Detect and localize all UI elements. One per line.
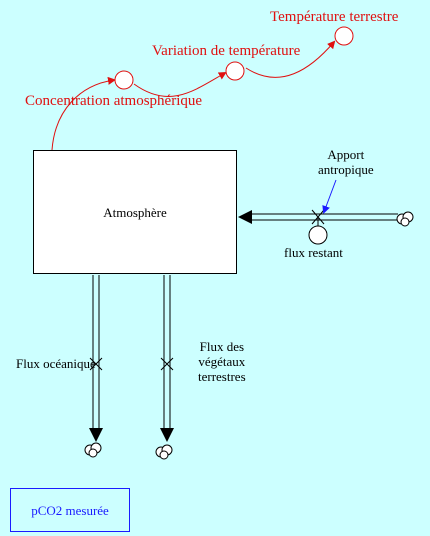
pco2-mesuree-box[interactable]: pCO2 mesurée (10, 488, 130, 532)
label-apport-line2: antropique (318, 161, 374, 177)
label-flux-vegetaux-line1: Flux des (199, 339, 245, 354)
link-atmosphere-to-concentration (51, 76, 116, 151)
label-flux-vegetaux: Flux des végétaux terrestres (198, 339, 246, 385)
ocean-arrowhead (89, 428, 103, 442)
source-cloud-icon (396, 211, 414, 227)
label-flux-vegetaux-line2: végétaux (198, 353, 246, 369)
temperature-circle[interactable] (334, 26, 354, 46)
link-concentration-to-variation (133, 72, 227, 97)
label-concentration-atmospherique: Concentration atmosphérique (25, 93, 203, 109)
concentration-circle[interactable] (114, 70, 134, 90)
label-variation-temperature: Variation de température (152, 43, 301, 59)
vegetation-sink-cloud-icon (155, 444, 173, 460)
ocean-sink-cloud-icon (84, 442, 102, 458)
inflow-arrowhead (238, 210, 252, 224)
vegetation-valve[interactable] (160, 357, 174, 371)
vegetation-arrowhead (160, 428, 174, 442)
label-apport-line1: Apport (327, 147, 365, 162)
label-flux-restant: flux restant (284, 245, 343, 260)
label-temperature-terrestre: Température terrestre (270, 9, 399, 25)
label-flux-vegetaux-line3: terrestres (198, 368, 246, 384)
label-flux-oceanique: Flux océanique (16, 356, 96, 371)
label-apport-antropique: Apport antropique (318, 147, 374, 178)
variation-circle[interactable] (225, 61, 245, 81)
flux-restant-circle[interactable] (308, 225, 328, 245)
link-variation-to-temperature (245, 40, 336, 78)
atmosphere-label: Atmosphère (103, 205, 167, 220)
ocean-valve[interactable] (89, 357, 103, 371)
atmosphere-stock[interactable]: Atmosphère (33, 150, 237, 274)
link-apport-to-valve (322, 179, 337, 214)
